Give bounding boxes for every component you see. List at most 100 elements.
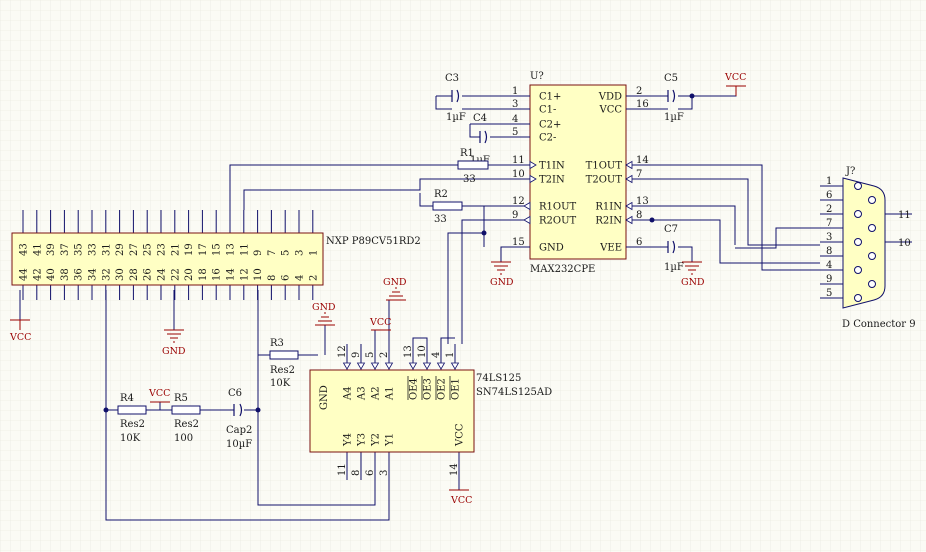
- svg-text:GND: GND: [383, 277, 407, 288]
- dconn-pin-socket: [868, 196, 876, 204]
- resistor-r1[interactable]: R1 33: [457, 148, 489, 185]
- mcu-pin-number: 12: [239, 268, 250, 281]
- max232-pin-name: C2-: [539, 133, 556, 144]
- mcu-pin-number: 2: [308, 275, 319, 281]
- c6-value: 10µF: [226, 439, 252, 450]
- buffer-part-line2: SN74LS125AD: [476, 387, 552, 398]
- mcu-pin-number: 30: [115, 268, 126, 281]
- r1-ref: R1: [460, 148, 474, 159]
- buffer-pin-name: A3: [357, 386, 368, 401]
- max232-pin-name: T1OUT: [586, 161, 623, 172]
- dconn-pin-socket: [854, 210, 862, 218]
- c4-ref: C4: [473, 113, 487, 124]
- buffer-input-arrow-icon: [450, 362, 460, 370]
- buffer-pin-number: 2: [379, 352, 390, 358]
- buffer-input-arrow-icon: [342, 362, 352, 370]
- mcu-pin-number: 9: [253, 250, 264, 256]
- buffer-pin-number: 10: [417, 345, 428, 358]
- mcu-pin-number: 4: [295, 275, 306, 281]
- mcu-pin-number: 11: [239, 243, 250, 256]
- max232-pin-number: 15: [512, 237, 525, 248]
- max232-pin-number: 6: [636, 237, 642, 248]
- buffer-pin-name: OE3: [423, 378, 434, 400]
- buffer-pin-name: VCC: [455, 423, 466, 447]
- svg-text:GND: GND: [162, 346, 186, 357]
- mcu-pin-number: 16: [212, 268, 223, 281]
- mcu-pin-number: 22: [170, 268, 181, 281]
- mcu-pin-number: 28: [129, 268, 140, 281]
- buffer-pin-name: OE2: [437, 378, 448, 400]
- buffer-pin-name: A1: [385, 386, 396, 401]
- max232-output-arrow-icon: [523, 201, 531, 211]
- svg-text:VCC: VCC: [450, 495, 472, 506]
- max232-input-arrow-icon: [625, 215, 633, 225]
- dconn-pin-number: 9: [826, 274, 832, 285]
- mcu-pin-number: 23: [157, 243, 168, 256]
- mcu-pin-number: 10: [253, 268, 264, 281]
- gnd-symbol-mcu: GND: [162, 329, 186, 357]
- mcu-pin-number: 31: [101, 243, 112, 256]
- r2-ref: R2: [434, 189, 448, 200]
- dconn-pin-socket: [854, 238, 862, 246]
- gnd-symbol-buffer-top: GND: [383, 277, 407, 301]
- dconn-pin-socket: [854, 182, 862, 190]
- max232-pin-name: T1IN: [539, 161, 565, 172]
- max232-pin-number: 16: [636, 99, 649, 110]
- capacitor-c5[interactable]: C5 1µF: [664, 73, 684, 123]
- svg-text:GND: GND: [681, 277, 705, 288]
- buffer-pin-number: 5: [365, 352, 376, 358]
- r2-value: 33: [434, 214, 447, 225]
- wires: [19, 86, 912, 521]
- buffer-pin-number: 9: [351, 352, 362, 358]
- max232-part-name: MAX232CPE: [530, 264, 595, 275]
- mcu-pin-number: 29: [115, 243, 126, 256]
- mcu-pin-number: 37: [60, 243, 71, 256]
- buffer-input-arrow-icon: [370, 362, 380, 370]
- capacitor-c3[interactable]: C3 1µF: [445, 73, 466, 123]
- dconn-pin-socket: [854, 294, 862, 302]
- buffer-pin-number: 11: [337, 463, 348, 476]
- buffer-input-arrow-icon: [384, 362, 394, 370]
- mcu-pin-number: 35: [74, 243, 85, 256]
- mcu-pin-number: 19: [184, 243, 195, 256]
- capacitor-c7[interactable]: C7 1µF: [664, 224, 684, 273]
- buffer-pin-name: OE1: [451, 378, 462, 400]
- svg-text:GND: GND: [312, 302, 336, 313]
- buffer-chip[interactable]: 74LS125 SN74LS125AD GND 12A49A35A22A113O…: [309, 345, 552, 476]
- max232-pin-name: C2+: [539, 120, 561, 131]
- max232-pin-name: T2OUT: [586, 175, 623, 186]
- r1-value: 33: [463, 174, 476, 185]
- r5-value: 100: [174, 433, 193, 444]
- mcu-pin-number: 20: [184, 268, 195, 281]
- resistor-r2[interactable]: R2 33: [432, 189, 463, 225]
- resistor-r3[interactable]: R3 Res2 10K: [269, 338, 299, 389]
- vcc-symbol-buffer-bottom: VCC: [449, 489, 472, 506]
- mcu-pin-number: 36: [74, 268, 85, 281]
- dconn-ref: J?: [845, 166, 855, 177]
- buffer-pin-name: Y4: [343, 433, 354, 447]
- max232-pin-name: R2IN: [595, 216, 622, 227]
- r4-type: Res2: [120, 419, 145, 430]
- junctions: [103, 93, 695, 413]
- mcu-pin-number: 15: [212, 243, 223, 256]
- max232-pin-number: 1: [512, 86, 518, 97]
- gnd-symbol-buffer: GND: [312, 302, 336, 326]
- max232-pin-name: GND: [539, 243, 564, 254]
- resistor-r4[interactable]: R4 Res2 10K: [117, 393, 147, 444]
- dconn-pin-socket: [854, 266, 862, 274]
- svg-text:VCC: VCC: [369, 317, 391, 328]
- dconn-part-name: D Connector 9: [842, 319, 916, 330]
- buffer-pin-name: A2: [371, 386, 382, 401]
- resistor-r5[interactable]: R5 Res2 100: [171, 393, 201, 444]
- capacitor-c6[interactable]: C6 Cap2 10µF: [226, 388, 252, 450]
- svg-text:GND: GND: [490, 277, 514, 288]
- max232-pin-name: R1OUT: [539, 202, 577, 213]
- mcu-pin-number: 32: [101, 268, 112, 281]
- dconn-pin-socket: [868, 252, 876, 260]
- r5-ref: R5: [174, 393, 188, 404]
- max232-output-arrow-icon: [625, 174, 633, 184]
